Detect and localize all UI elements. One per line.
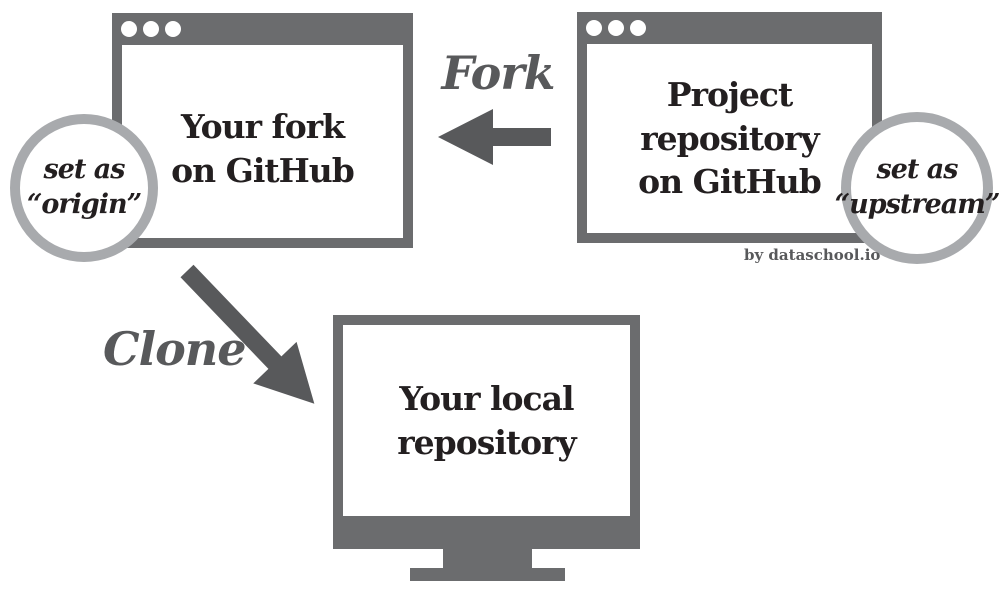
clone-arrow-label: Clone xyxy=(103,322,246,376)
window-dot-icon xyxy=(608,20,624,36)
window-dot-icon xyxy=(165,21,181,37)
local-repo-label: Your local repository xyxy=(397,378,576,462)
badge-upstream: set as “upstream” xyxy=(835,112,1000,264)
monitor-stand-base xyxy=(410,568,565,581)
window-dot-icon xyxy=(630,20,646,36)
monitor: Your local repository xyxy=(333,315,640,549)
badge-upstream-label: set as “upstream” xyxy=(834,154,1000,220)
badge-origin-label: set as “origin” xyxy=(26,154,142,220)
window-titlebar xyxy=(112,13,413,45)
badge-origin: set as “origin” xyxy=(10,114,158,262)
monitor-screen: Your local repository xyxy=(343,325,630,516)
window-dot-icon xyxy=(121,21,137,37)
project-window-label: Project repository on GitHub xyxy=(638,75,822,202)
fork-arrow-label: Fork xyxy=(441,46,556,100)
window-content: Your fork on GitHub xyxy=(122,45,403,238)
window-dot-icon xyxy=(586,20,602,36)
window-titlebar xyxy=(577,12,882,44)
browser-window-fork: Your fork on GitHub xyxy=(112,13,413,248)
credit-text: by dataschool.io xyxy=(744,246,881,264)
fork-arrow-icon xyxy=(438,109,551,165)
browser-window-project: Project repository on GitHub xyxy=(577,12,882,243)
window-content: Project repository on GitHub xyxy=(587,44,872,233)
clone-arrow-icon xyxy=(180,264,315,404)
monitor-stand-neck xyxy=(443,549,532,568)
fork-window-label: Your fork on GitHub xyxy=(171,106,355,190)
window-dot-icon xyxy=(143,21,159,37)
